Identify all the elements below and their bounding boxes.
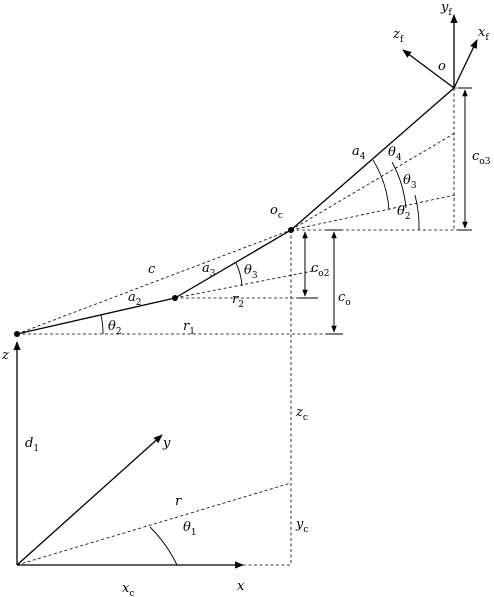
label-oc: oc (270, 203, 283, 221)
c-diagonal-dashed (16, 229, 292, 335)
joint-base (14, 331, 20, 337)
label-co: co (338, 290, 351, 308)
a3-extension-dashed-2 (290, 132, 456, 231)
theta3-mid-arc (235, 262, 243, 287)
label-theta2-top: θ2 (397, 204, 411, 222)
label-z: z (1, 348, 9, 363)
r-projection-line (16, 482, 292, 566)
a3-extension-dashed-1 (290, 194, 456, 231)
theta1-arc (149, 526, 178, 566)
label-r2: r2 (232, 292, 244, 310)
theta4-arc (372, 159, 390, 211)
label-y: y (162, 436, 171, 451)
label-a4: a4 (352, 144, 366, 162)
joint-oc (288, 227, 294, 233)
link-a4 (290, 87, 455, 231)
label-r: r (175, 494, 182, 509)
label-xf: xf (478, 25, 489, 43)
label-x: x (237, 579, 245, 594)
theta2-low-arc (100, 314, 104, 335)
zf-axis (402, 49, 455, 89)
y-axis (16, 434, 163, 566)
label-theta4: θ4 (388, 145, 402, 163)
theta2-top-arc (414, 194, 420, 231)
xf-axis (453, 39, 478, 89)
label-xc: xc (122, 581, 134, 597)
label-zf: zf (392, 27, 404, 45)
joint-elbow (172, 295, 178, 301)
link-a2 (16, 297, 176, 335)
label-yf: yf (440, 0, 452, 18)
label-r1: r1 (183, 319, 195, 337)
label-co3: co3 (472, 149, 491, 167)
link-a3 (174, 229, 292, 299)
label-theta1: θ1 (183, 520, 197, 538)
label-theta3-top: θ3 (403, 173, 417, 191)
label-d1: d1 (25, 436, 39, 454)
label-a2: a2 (128, 290, 142, 308)
theta3-top-arc (391, 161, 407, 209)
label-yc: yc (295, 517, 308, 535)
label-co2: co2 (311, 261, 329, 279)
a2-extension-dashed (174, 269, 319, 299)
label-zc: zc (295, 405, 308, 423)
label-o: o (438, 59, 446, 74)
label-c: c (148, 262, 156, 277)
label-theta3-mid: θ3 (244, 263, 258, 281)
label-a3: a3 (202, 261, 216, 279)
label-theta2-low: θ2 (108, 319, 122, 337)
